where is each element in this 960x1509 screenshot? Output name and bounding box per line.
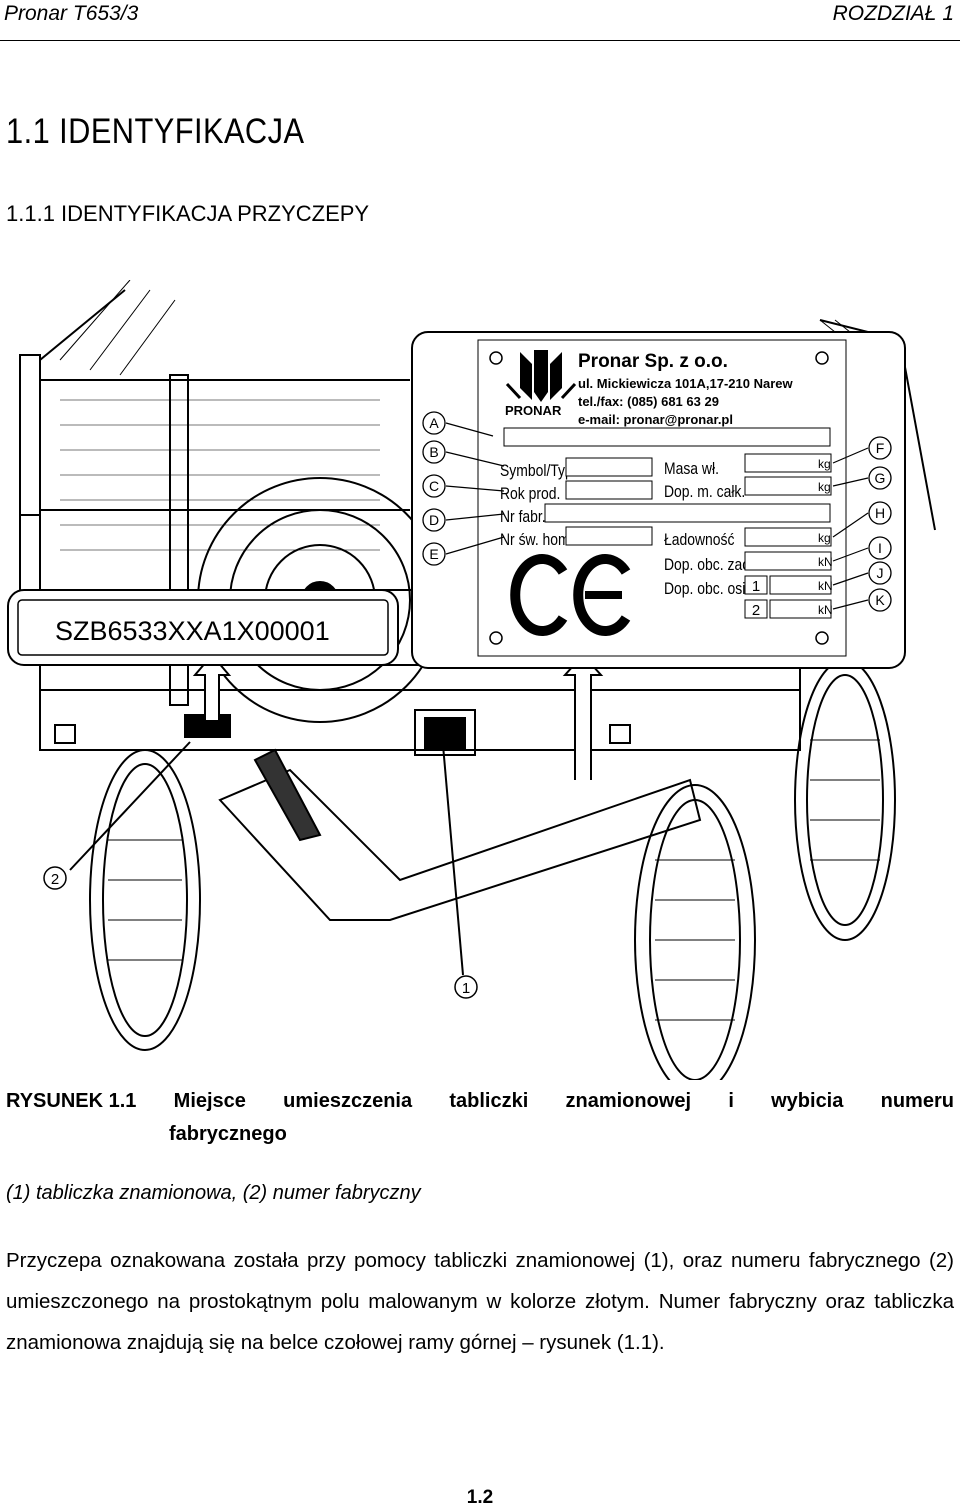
callout-c-label: C	[429, 478, 439, 494]
field-serial: Nr fabr.	[500, 508, 546, 527]
caption-word: RYSUNEK 1.1	[6, 1090, 137, 1112]
plate-email: e-mail: pronar@pronar.pl	[578, 412, 733, 427]
caption-word: numeru	[880, 1090, 954, 1112]
logo-text: PRONAR	[505, 403, 562, 418]
callout-b: B	[422, 440, 446, 464]
field-axle-load: Dop. obc. osi	[664, 580, 745, 599]
plate-company: Pronar Sp. z o.o.	[578, 351, 728, 372]
callout-2: 2	[43, 866, 67, 890]
caption-word: wybicia	[771, 1090, 844, 1112]
subsection-heading: 1.1.1 IDENTYFIKACJA PRZYCZEPY	[6, 201, 370, 226]
callout-1: 1	[454, 975, 478, 999]
body-paragraph: Przyczepa oznakowana została przy pomocy…	[6, 1249, 954, 1354]
plate-phone: tel./fax: (085) 681 63 29	[578, 394, 719, 409]
callout-d: D	[422, 508, 446, 532]
serial-number-plate: SZB6533XXA1X00001	[7, 589, 399, 666]
header-rule	[0, 40, 960, 41]
field-hitch-load: Dop. obc. zacz.	[664, 556, 760, 575]
field-total-mass: Dop. m. całk.	[664, 483, 745, 502]
callout-j-label: J	[877, 565, 884, 581]
unit-axle-2: kN	[818, 603, 833, 617]
callout-i-label: I	[878, 540, 882, 556]
callout-e: E	[422, 542, 446, 566]
trailer-identification-figure: 2 1 SZB6533XXA1X00001 PRONAR Pronar Sp. …	[0, 280, 960, 1320]
callout-2-label: 2	[51, 871, 59, 888]
callout-h: H	[868, 501, 892, 525]
field-capacity: Ładowność	[664, 531, 735, 550]
callout-j: J	[868, 561, 892, 585]
unit-hitch: kN	[818, 555, 833, 569]
plate-address: ul. Mickiewicza 101A,17-210 Narew	[578, 376, 794, 391]
trailer-drawing: 2 1 SZB6533XXA1X00001 PRONAR Pronar Sp. …	[7, 280, 936, 1080]
section-heading: 1.1 IDENTYFIKACJA	[6, 112, 305, 151]
unit-axle-1: kN	[818, 579, 833, 593]
caption-word: umieszczenia	[283, 1090, 413, 1112]
caption-word: znamionowej	[565, 1090, 692, 1112]
callout-a-label: A	[429, 415, 439, 431]
callout-f: F	[868, 436, 892, 460]
caption-word: Miejsce	[173, 1090, 246, 1112]
caption-word: tabliczki	[449, 1090, 529, 1112]
unit-own-mass: kg	[818, 457, 831, 471]
callout-c: C	[422, 474, 446, 498]
figure-legend: (1) tabliczka znamionowa, (2) numer fabr…	[6, 1182, 421, 1204]
header-document-title: Pronar T653/3	[4, 2, 139, 25]
callout-g-label: G	[875, 470, 886, 486]
pronar-logo: PRONAR	[505, 350, 577, 418]
field-homologation: Nr św. hom.	[500, 531, 574, 550]
caption-word: i	[728, 1090, 734, 1112]
callout-d-label: D	[429, 512, 439, 528]
callout-h-label: H	[875, 505, 885, 521]
field-symbol: Symbol/Typ	[500, 462, 573, 481]
callout-a: A	[422, 411, 446, 435]
unit-total-mass: kg	[818, 480, 831, 494]
figure-caption: RYSUNEK 1.1 Miejsce umieszczenia tablicz…	[6, 1090, 954, 1146]
callout-f-label: F	[876, 440, 885, 456]
page-number: 1.2	[466, 1487, 494, 1508]
caption-line-2: fabrycznego	[169, 1123, 287, 1145]
callout-e-label: E	[429, 546, 438, 562]
callout-g: G	[868, 466, 892, 490]
header-chapter: ROZDZIAŁ 1	[832, 2, 954, 25]
callout-1-label: 1	[462, 980, 470, 997]
field-year: Rok prod.	[500, 485, 560, 504]
unit-capacity: kg	[818, 531, 831, 545]
field-own-mass: Masa wł.	[664, 460, 719, 479]
callout-b-label: B	[429, 444, 438, 460]
callout-i: I	[868, 536, 892, 560]
callout-k-label: K	[875, 592, 885, 608]
axle-1-number: 1	[752, 578, 760, 595]
rating-plate: PRONAR Pronar Sp. z o.o. ul. Mickiewicza…	[411, 331, 906, 669]
axle-2-number: 2	[752, 602, 760, 619]
serial-number: SZB6533XXA1X00001	[55, 616, 330, 646]
callout-k: K	[868, 588, 892, 612]
ce-mark-icon	[510, 554, 631, 636]
